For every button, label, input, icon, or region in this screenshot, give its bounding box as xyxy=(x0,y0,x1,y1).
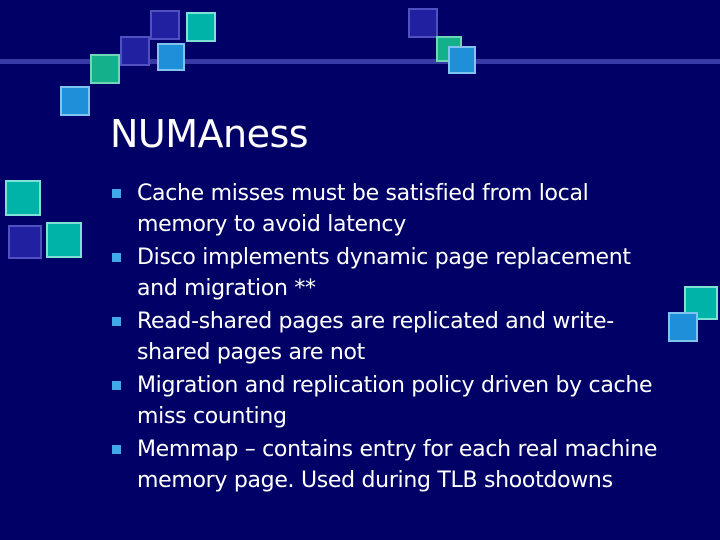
bullet-text: Cache misses must be satisfied from loca… xyxy=(137,181,589,237)
bullet-text: Read-shared pages are replicated and wri… xyxy=(137,309,614,365)
decorative-square xyxy=(186,12,216,42)
decorative-square xyxy=(448,46,476,74)
decorative-square xyxy=(5,180,41,216)
list-item: Migration and replication policy driven … xyxy=(112,370,672,432)
decorative-square xyxy=(668,312,698,342)
list-item: Cache misses must be satisfied from loca… xyxy=(112,178,672,240)
decorative-square xyxy=(90,54,120,84)
decorative-square xyxy=(120,36,150,66)
bullet-text: Migration and replication policy driven … xyxy=(137,373,653,429)
bullet-text: Disco implements dynamic page replacemen… xyxy=(137,245,631,301)
decorative-square xyxy=(60,86,90,116)
square-bullet-icon xyxy=(112,381,121,390)
bullet-list: Cache misses must be satisfied from loca… xyxy=(112,178,672,498)
decorative-line xyxy=(0,59,720,64)
decorative-square xyxy=(8,225,42,259)
decorative-square xyxy=(408,8,438,38)
square-bullet-icon xyxy=(112,445,121,454)
list-item: Disco implements dynamic page replacemen… xyxy=(112,242,672,304)
list-item: Memmap – contains entry for each real ma… xyxy=(112,434,672,496)
list-item: Read-shared pages are replicated and wri… xyxy=(112,306,672,368)
decorative-square xyxy=(46,222,82,258)
slide-title: NUMAness xyxy=(110,112,309,156)
square-bullet-icon xyxy=(112,317,121,326)
decorative-square xyxy=(157,43,185,71)
bullet-text: Memmap – contains entry for each real ma… xyxy=(137,437,658,493)
square-bullet-icon xyxy=(112,253,121,262)
decorative-square xyxy=(150,10,180,40)
square-bullet-icon xyxy=(112,189,121,198)
